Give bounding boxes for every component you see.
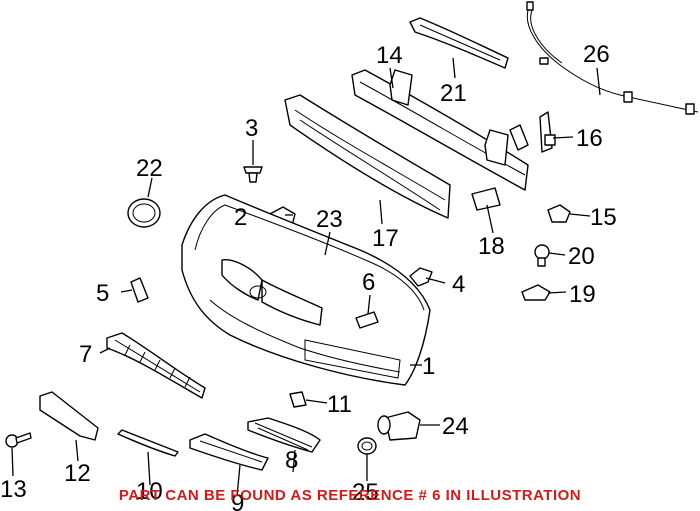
callout-18: 18 bbox=[478, 233, 505, 260]
callout-10: 10 bbox=[136, 478, 163, 505]
callout-19: 19 bbox=[569, 281, 596, 308]
part-7-lower-grille bbox=[106, 332, 206, 399]
part-21-absorber-strip bbox=[409, 17, 509, 69]
callout-26: 26 bbox=[583, 41, 610, 68]
callout-2: 2 bbox=[234, 204, 247, 231]
part-15-nut bbox=[547, 204, 571, 223]
part-3-clip bbox=[243, 166, 263, 183]
callout-13: 13 bbox=[0, 476, 27, 503]
part-1-bumper-cover bbox=[181, 194, 431, 386]
part-5-bracket bbox=[130, 277, 149, 303]
part-17-energy-absorber bbox=[284, 94, 451, 219]
part-4-bracket bbox=[409, 267, 433, 287]
callout-22: 22 bbox=[136, 155, 163, 182]
part-22-emblem bbox=[127, 198, 161, 228]
part-8-fog-grille bbox=[247, 417, 321, 453]
callout-15: 15 bbox=[590, 204, 617, 231]
callout-3: 3 bbox=[245, 115, 258, 142]
part-25-sensor-ring bbox=[357, 437, 377, 455]
callout-12: 12 bbox=[64, 460, 91, 487]
callout-16: 16 bbox=[576, 125, 603, 152]
part-11-clip bbox=[289, 391, 307, 408]
part-12-license-bracket bbox=[39, 391, 99, 441]
callout-24: 24 bbox=[442, 413, 469, 440]
callout-21: 21 bbox=[440, 80, 467, 107]
callout-8: 8 bbox=[285, 447, 298, 474]
callout-9: 9 bbox=[231, 490, 244, 511]
part-26-wiring-harness bbox=[526, 1, 699, 115]
callout-5: 5 bbox=[96, 280, 109, 307]
callout-14: 14 bbox=[376, 42, 403, 69]
callout-labels: 1 2 3 4 5 6 7 8 9 10 11 12 13 14 15 16 1… bbox=[0, 41, 617, 511]
leader-lines bbox=[11, 57, 601, 497]
callout-25: 25 bbox=[352, 479, 379, 506]
part-13-bolt bbox=[5, 432, 32, 448]
part-20-bolt bbox=[534, 244, 550, 267]
part-19-bracket bbox=[521, 284, 551, 301]
callout-23: 23 bbox=[316, 206, 343, 233]
part-16-bracket bbox=[539, 111, 556, 153]
part-9-fog-trim bbox=[189, 433, 269, 471]
callout-7: 7 bbox=[79, 341, 92, 368]
callout-1: 1 bbox=[422, 353, 435, 380]
callout-17: 17 bbox=[372, 225, 399, 252]
callout-4: 4 bbox=[452, 271, 465, 298]
reference-note: PART CAN BE FOUND AS REFERENCE # 6 IN IL… bbox=[118, 487, 582, 504]
part-24-parking-sensor bbox=[377, 411, 421, 441]
part-14-reinforcement-beam bbox=[351, 69, 529, 191]
part-10-trim-strip bbox=[117, 429, 179, 457]
callout-20: 20 bbox=[568, 243, 595, 270]
callout-11: 11 bbox=[327, 391, 352, 418]
callout-6: 6 bbox=[362, 269, 375, 296]
part-18-block bbox=[471, 187, 501, 211]
